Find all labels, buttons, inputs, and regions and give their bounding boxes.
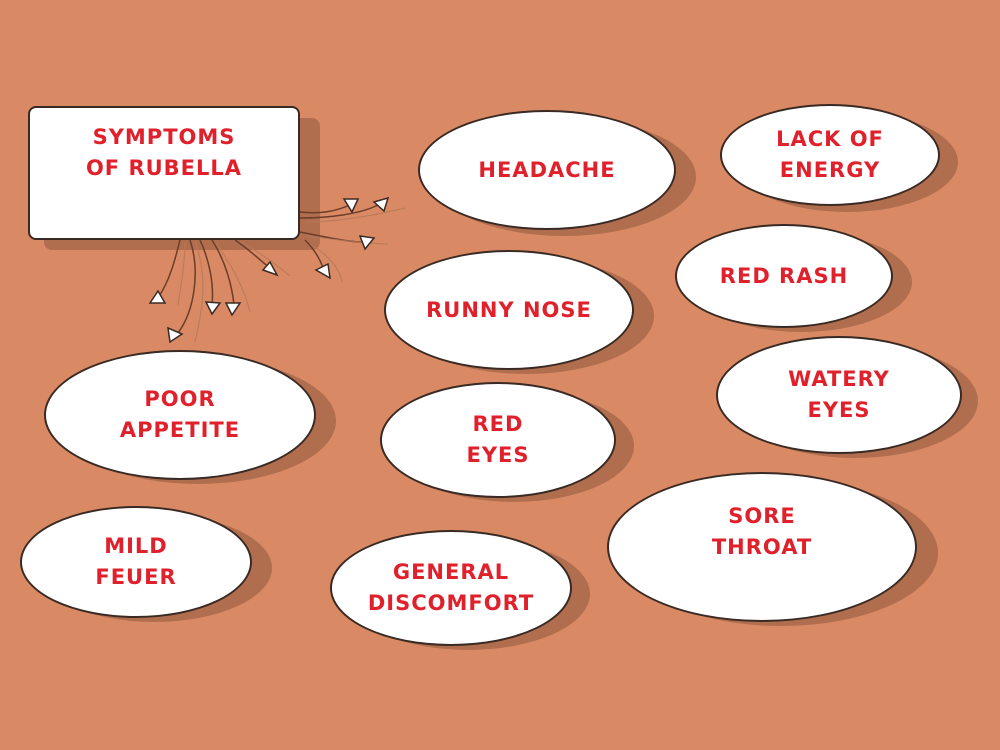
symptom-red-rash: RED RASH [675, 224, 893, 328]
symptom-label: HEADACHE [478, 157, 616, 182]
symptom-sore-throat: SORE THROAT [607, 472, 917, 622]
symptom-label: LACK OF ENERGY [776, 127, 884, 182]
symptom-label: SORE THROAT [711, 504, 813, 559]
symptom-general-discomfort: GENERAL DISCOMFORT [330, 530, 572, 646]
symptom-label: WATERY EYES [788, 367, 890, 422]
symptom-poor-appetite: POOR APPETITE [44, 350, 316, 480]
symptom-label: GENERAL DISCOMFORT [367, 560, 535, 615]
symptom-headache: HEADACHE [418, 110, 676, 230]
symptom-label: RUNNY NOSE [426, 297, 592, 322]
symptom-lack-of-energy: LACK OF ENERGY [720, 104, 940, 206]
symptom-red-eyes: RED EYES [380, 382, 616, 498]
symptom-mild-fever: MILD FEUER [20, 506, 252, 618]
title-box: SYMPTOMS OF RUBELLA [28, 106, 300, 240]
diagram-title: SYMPTOMS OF RUBELLA [85, 125, 243, 180]
symptom-label: RED RASH [719, 263, 849, 288]
symptom-label: RED EYES [466, 412, 530, 467]
symptom-label: POOR APPETITE [119, 387, 241, 442]
symptom-label: MILD FEUER [95, 534, 177, 589]
symptom-runny-nose: RUNNY NOSE [384, 250, 634, 370]
symptom-watery-eyes: WATERY EYES [716, 336, 962, 454]
